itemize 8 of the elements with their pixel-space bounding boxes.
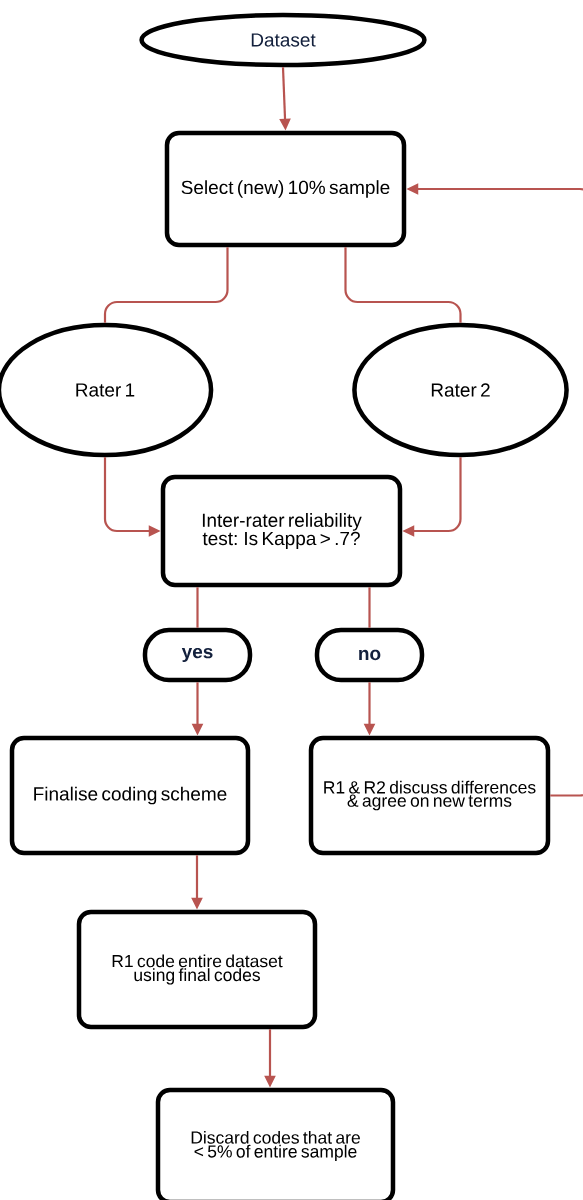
- process-box: Finalise coding scheme: [9, 735, 251, 856]
- process-box: Select (new) 10% sample: [164, 130, 407, 248]
- answer-pill: no: [314, 627, 425, 683]
- process-box: R1 & R2 discuss differences & agree on new terms: [308, 735, 551, 856]
- process-box: R1 code entire dataset using final codes: [76, 909, 318, 1030]
- process-box: Discard codes that are < 5% of entire sample: [155, 1087, 396, 1200]
- answer-pill: yes: [142, 627, 253, 683]
- process-box: Inter-rater reliability test: Is Kappa > .7?: [160, 474, 403, 588]
